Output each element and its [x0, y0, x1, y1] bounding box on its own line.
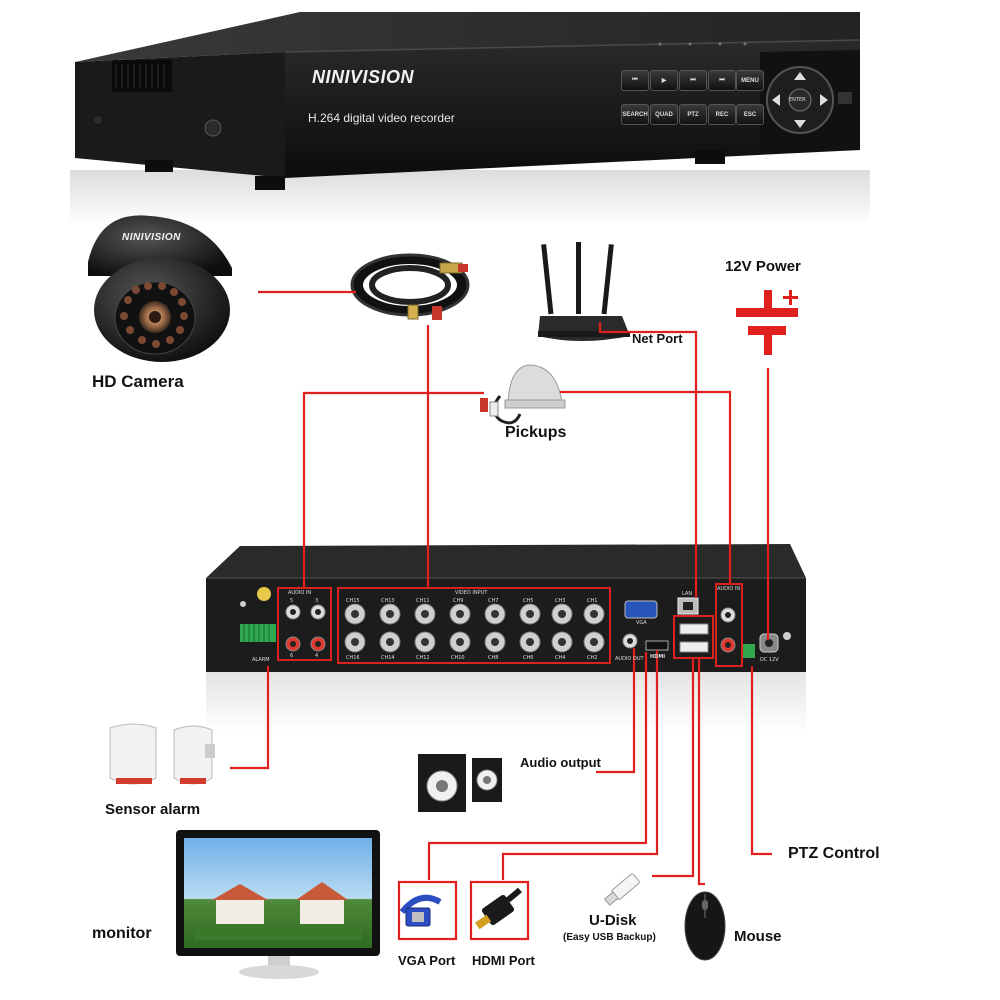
video-ch-label: CH5: [523, 598, 534, 604]
power-label: 12V Power: [725, 258, 801, 275]
video-ch-label: CH14: [381, 655, 395, 661]
video-ch-label: CH11: [416, 598, 430, 604]
alarm-port-label: ALARM: [252, 657, 270, 663]
video-ch-label: CH9: [453, 598, 464, 604]
bnc-cable-art: [350, 253, 470, 320]
quad-button[interactable]: QUAD: [650, 104, 678, 125]
fast-forward-button[interactable]: ⏭: [679, 70, 707, 91]
pickups-label: Pickups: [505, 424, 567, 441]
audio-out-panel-label: AUDIO OUT: [615, 656, 644, 662]
dvr-brand-logo: NINIVISION: [312, 67, 415, 87]
video-ch-label: CH10: [451, 655, 465, 661]
audio-ch-label: 5: [290, 598, 294, 604]
usb-stick-art: [603, 873, 640, 906]
vga-port-label: VGA Port: [398, 953, 456, 968]
ptz-control-label: PTZ Control: [788, 845, 880, 862]
dome-camera-art: [88, 215, 232, 362]
pickup-mic-art: [480, 364, 566, 425]
nav-enter-label: ENTER: [789, 97, 806, 103]
speakers-art: [418, 754, 502, 812]
search-button[interactable]: SEARCH: [621, 104, 649, 125]
video-ch-label: CH1: [587, 598, 598, 604]
u-disk-label: U-Disk: [589, 912, 637, 929]
rec-button[interactable]: REC: [708, 104, 736, 125]
sensor-alarm-art: [109, 723, 215, 785]
audio-ch-label: 6: [290, 653, 294, 659]
video-ch-label: CH16: [346, 655, 360, 661]
hdmi-panel-label: HDMI: [650, 654, 666, 660]
vga-cable-art: [399, 894, 442, 927]
camera-brand-logo: NINIVISION: [122, 232, 181, 243]
video-ch-label: CH13: [381, 598, 395, 604]
video-ch-label: CH8: [488, 655, 499, 661]
video-ch-label: CH3: [555, 598, 566, 604]
audio-output-label: Audio output: [520, 755, 601, 770]
hdmi-port-label: HDMI Port: [472, 953, 535, 968]
dvr-subtitle: H.264 digital video recorder: [308, 111, 455, 125]
dvr-front-unit: [70, 12, 870, 225]
lan-panel-label: LAN: [682, 591, 693, 597]
audio-ch-label: 4: [315, 653, 319, 659]
power-symbol-art: [736, 290, 798, 355]
video-ch-label: CH7: [488, 598, 499, 604]
router-art: [538, 242, 630, 341]
video-ch-label: CH6: [523, 655, 534, 661]
monitor-art: [176, 830, 380, 979]
connection-wires: [230, 290, 772, 941]
hdmi-cable-art: [474, 887, 522, 930]
monitor-label: monitor: [92, 925, 152, 942]
u-disk-sub-label: (Easy USB Backup): [563, 932, 656, 943]
audio-in-left-label: AUDIO IN: [288, 590, 312, 596]
net-port-label: Net Port: [632, 331, 683, 346]
sensor-alarm-label: Sensor alarm: [105, 801, 201, 818]
video-input-label: VIDEO INPUT: [455, 590, 488, 596]
dc-panel-label: DC 12V: [760, 657, 779, 663]
ptz-button[interactable]: PTZ: [679, 104, 707, 125]
mouse-label: Mouse: [734, 928, 782, 945]
rewind-button[interactable]: ⏮: [621, 70, 649, 91]
dvr-rear-unit: [206, 544, 806, 732]
esc-button[interactable]: ESC: [736, 104, 764, 125]
audio-ch-label: 3: [315, 598, 319, 604]
vga-port-panel-label: VGA: [636, 620, 647, 626]
mouse-art: [684, 891, 726, 961]
hd-camera-label: HD Camera: [92, 372, 184, 391]
video-ch-label: CH2: [587, 655, 598, 661]
next-button[interactable]: ⏭: [708, 70, 736, 91]
audio-in-right-label: AUDIO IN: [717, 586, 741, 592]
video-ch-label: CH4: [555, 655, 566, 661]
video-ch-label: CH15: [346, 598, 360, 604]
menu-button[interactable]: MENU: [736, 70, 764, 91]
video-ch-label: CH12: [416, 655, 430, 661]
play-button[interactable]: ▶: [650, 70, 678, 91]
